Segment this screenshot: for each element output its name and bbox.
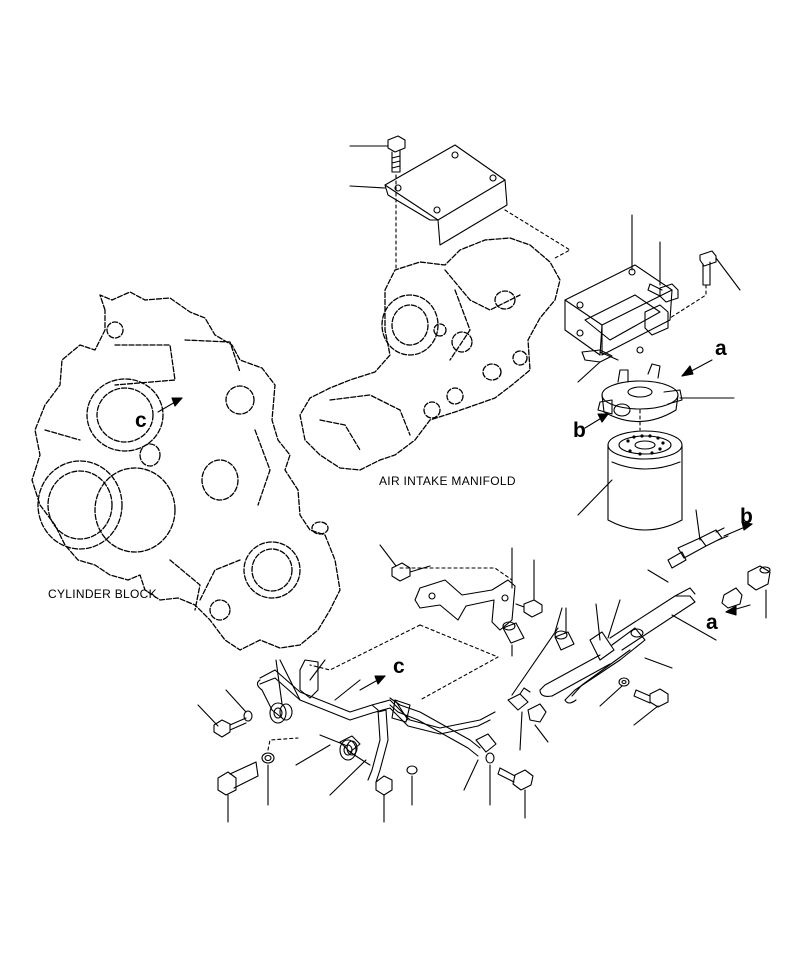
- fitting-right-2: [721, 587, 743, 609]
- bolt-lower-center: [375, 775, 393, 796]
- bolt-bottom-right: [497, 767, 534, 791]
- banjo-fitting: [339, 739, 357, 761]
- cylinder-block-label: CYLINDER BLOCK: [48, 587, 157, 601]
- arrow-c-lower: [359, 675, 386, 691]
- ref-a-lower: a: [706, 611, 718, 634]
- bolt-right-bottom: [633, 688, 669, 708]
- air-intake-manifold: [299, 237, 561, 471]
- top-bolt: [387, 135, 406, 173]
- arrow-b-filter: [584, 413, 609, 429]
- big-bolt-left: [217, 761, 259, 796]
- arrow-c-upper: [157, 397, 183, 413]
- fitting-right-1: [747, 565, 771, 591]
- cylinder-block: [31, 291, 341, 651]
- bracket-bolt-3: [581, 349, 619, 363]
- fuel-filter: [607, 430, 683, 531]
- air-intake-manifold-label: AIR INTAKE MANIFOLD: [379, 474, 516, 488]
- sleeve-1: [554, 630, 575, 651]
- bracket-bolt-1: [647, 283, 679, 303]
- eye-fitting-left: [269, 702, 287, 724]
- bolt-lower-left: [391, 562, 431, 582]
- filter-head-bracket: [564, 264, 673, 356]
- arrow-a-lower: [725, 604, 751, 616]
- filter-head: [597, 363, 683, 423]
- washer-left-2: [261, 752, 275, 764]
- bolt-lower-right: [515, 599, 543, 618]
- ref-c-upper: c: [135, 409, 147, 432]
- top-bracket: [384, 144, 508, 246]
- washer-left-1: [243, 710, 253, 722]
- fitting-center-1: [507, 687, 531, 711]
- arrow-b-connector: [723, 521, 753, 537]
- washer-center-2: [485, 752, 495, 764]
- washer-right: [618, 677, 630, 687]
- bracket-bolt-2: [699, 250, 717, 286]
- hose-connector-b: [667, 527, 729, 569]
- ref-c-lower: c: [393, 655, 405, 678]
- ref-a-upper: a: [715, 337, 727, 360]
- spacer: [502, 621, 525, 644]
- lower-bracket: [414, 579, 516, 631]
- fuel-pipe-lower: [256, 659, 497, 783]
- ref-b-connector: b: [740, 505, 753, 528]
- bolt-left-1: [213, 717, 247, 738]
- washer-center: [406, 765, 418, 775]
- arrow-a-upper: [681, 359, 713, 377]
- ref-b-filter: b: [573, 419, 586, 442]
- fuel-hose-diagonal: [539, 587, 696, 704]
- fitting-center-2: [527, 703, 547, 723]
